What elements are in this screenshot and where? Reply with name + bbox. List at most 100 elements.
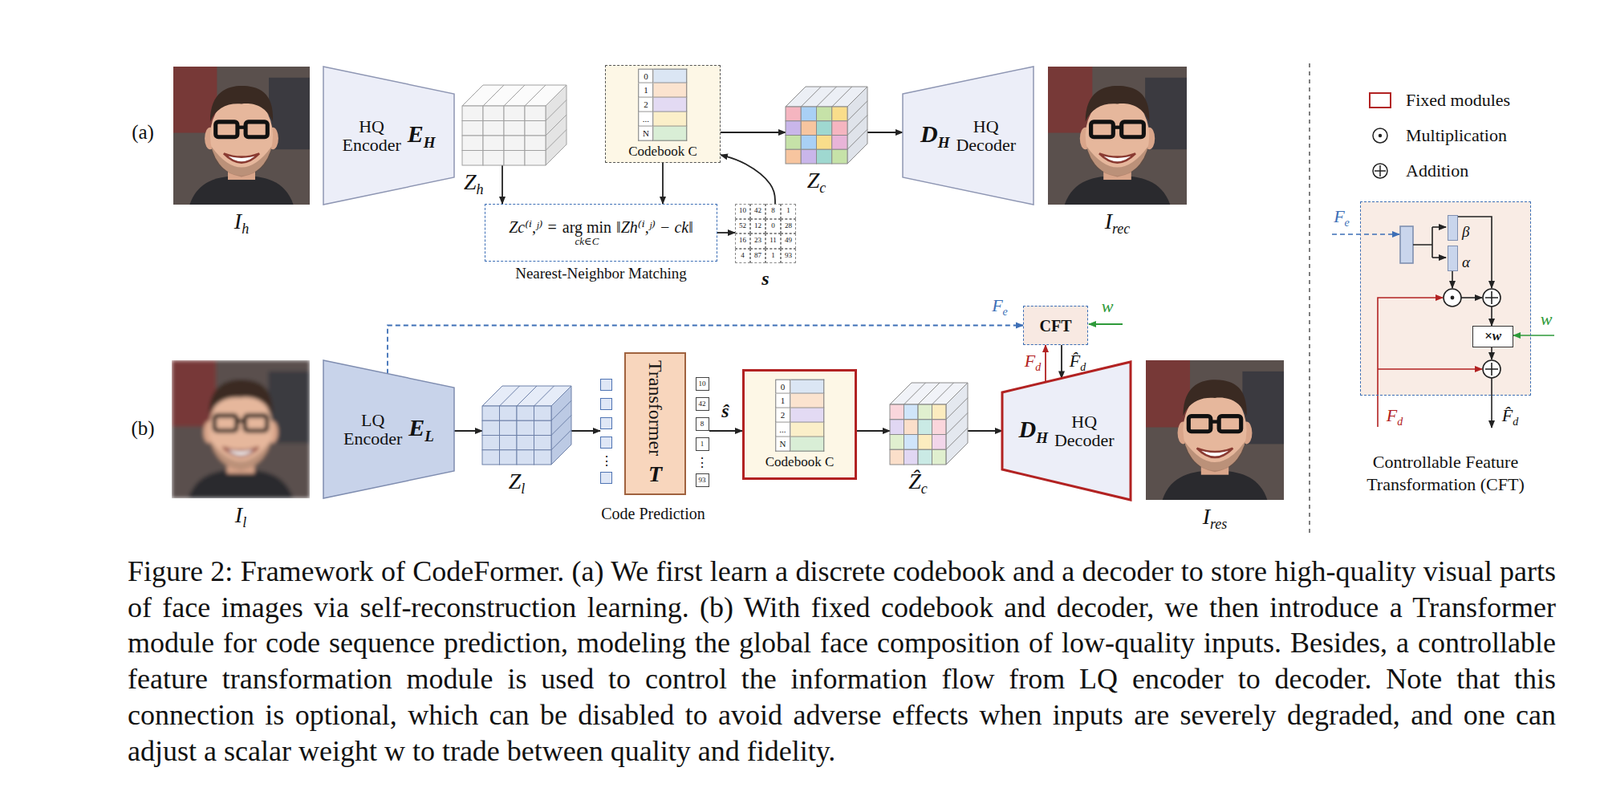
cube-cell bbox=[524, 105, 546, 122]
multiplication-symbol bbox=[1443, 288, 1462, 307]
legend: Fixed modulesMultiplicationAddition bbox=[1367, 82, 1511, 189]
label-group: 012...N Codebook C bbox=[628, 69, 697, 160]
connector-arrow bbox=[856, 430, 890, 432]
module-symbol: EL bbox=[408, 414, 435, 446]
annotation-label: Code Prediction bbox=[601, 504, 705, 523]
cube-cell bbox=[516, 406, 535, 421]
label-group: HQ EncoderEH bbox=[341, 117, 435, 155]
connector-arrow bbox=[1044, 345, 1047, 382]
reconstructed-face-image: Irec bbox=[1047, 66, 1187, 205]
cube-cell bbox=[800, 106, 817, 122]
code-index: ... bbox=[775, 422, 791, 438]
quantized-tensor: Ẑc bbox=[889, 382, 968, 465]
trapezoid-shape bbox=[902, 66, 1034, 205]
code-row: N bbox=[637, 126, 687, 142]
grid-cell: 52 bbox=[735, 219, 751, 235]
code-row: N bbox=[775, 437, 825, 452]
code-vector bbox=[790, 422, 825, 438]
encoder-block: HQ EncoderEH bbox=[323, 66, 455, 205]
cube-cell bbox=[503, 150, 525, 167]
module-symbol: DH bbox=[920, 120, 950, 152]
grid-cell: 8 bbox=[765, 203, 781, 220]
module-name: HQ Decoder bbox=[955, 117, 1016, 155]
code-index: N bbox=[637, 126, 654, 142]
codebook-label: Codebook C bbox=[628, 144, 697, 160]
tensor-cube bbox=[462, 85, 567, 166]
annotation-label: Fe bbox=[1333, 207, 1350, 229]
figure-caption: Figure 2: Framework of CodeFormer. (a) W… bbox=[127, 553, 1556, 769]
code-number: 93 bbox=[695, 473, 710, 488]
cube-cell bbox=[499, 420, 518, 435]
code-vector bbox=[790, 408, 825, 423]
cube-cell bbox=[816, 135, 833, 151]
cube-cell bbox=[832, 106, 848, 122]
matching-box: Zc⁽ⁱ,ʲ⁾ =arg minck∈C‖Zh⁽ⁱ,ʲ⁾ − ck‖Neares… bbox=[484, 203, 718, 262]
connector-arrow bbox=[661, 162, 664, 204]
cube-cell bbox=[483, 105, 504, 122]
cube-side bbox=[545, 85, 567, 166]
edge-label: Fe bbox=[991, 296, 1008, 318]
image-label: Ires bbox=[1202, 504, 1228, 533]
label-group: Zc⁽ⁱ,ʲ⁾ =arg minck∈C‖Zh⁽ⁱ,ʲ⁾ − ck‖ bbox=[508, 218, 694, 248]
addition-cross bbox=[1485, 291, 1499, 305]
tensor-label: Zc bbox=[807, 168, 827, 197]
grid-cell: 23 bbox=[750, 233, 766, 249]
module-name: CFT bbox=[1039, 316, 1073, 335]
annotation-label: (b) bbox=[130, 417, 155, 440]
module-symbol: T bbox=[648, 462, 662, 488]
beta-arrow bbox=[1457, 216, 1492, 289]
cube-cell bbox=[534, 435, 553, 451]
cube-cell bbox=[889, 419, 905, 435]
code-index: 2 bbox=[637, 97, 654, 113]
module-name: HQ Decoder bbox=[1054, 412, 1115, 450]
cft-internals bbox=[1331, 201, 1555, 428]
grid-cell: 1 bbox=[780, 203, 796, 220]
connector-arrow bbox=[717, 231, 736, 234]
module-symbol: DH bbox=[1019, 415, 1048, 447]
face-photo bbox=[171, 360, 310, 499]
code-row: ... bbox=[775, 422, 825, 438]
token-square bbox=[600, 378, 613, 391]
cube-cell bbox=[499, 406, 518, 421]
cube-cell bbox=[499, 450, 518, 465]
code-vector bbox=[653, 69, 687, 84]
connector-arrow bbox=[1060, 345, 1063, 378]
token-column: ⋮ bbox=[600, 378, 613, 484]
legend-text: Multiplication bbox=[1405, 125, 1507, 146]
module-name: LQ Encoder bbox=[343, 410, 403, 448]
cube-cell bbox=[503, 121, 525, 137]
addition-symbol bbox=[1482, 288, 1501, 307]
cft-block: CFT bbox=[1023, 305, 1089, 346]
code-vector bbox=[653, 97, 687, 113]
cube-cell bbox=[483, 135, 504, 151]
edge-label: Fd bbox=[1024, 351, 1041, 374]
cube-cell bbox=[889, 434, 905, 451]
cube-cell bbox=[516, 420, 535, 435]
codebook-table: 012...NCodebook C bbox=[742, 369, 857, 480]
cube-cell bbox=[462, 105, 484, 122]
legend-swatch bbox=[1367, 90, 1393, 110]
trapezoid-shape bbox=[323, 66, 455, 205]
tensor-label: Zl bbox=[508, 469, 526, 498]
cube-cell bbox=[534, 450, 553, 465]
cube-grid-line bbox=[483, 85, 504, 106]
code-index: N bbox=[775, 437, 791, 452]
label-group: ×w bbox=[1484, 328, 1502, 345]
code-index: ... bbox=[637, 112, 654, 127]
code-stack: 104281⋮93 bbox=[694, 377, 710, 488]
formula-part: Zc⁽ⁱ,ʲ⁾ = bbox=[508, 218, 558, 236]
grid-cell: 11 bbox=[765, 233, 781, 249]
code-table: 012...N bbox=[775, 379, 825, 452]
panel-caption: Controllable Feature Transformation (CFT… bbox=[1349, 450, 1543, 496]
cube-cell bbox=[800, 135, 817, 151]
cube-grid-line bbox=[816, 86, 837, 107]
code-row: 1 bbox=[637, 83, 687, 98]
grid-cell: 1 bbox=[765, 248, 781, 264]
code-table: 012...N bbox=[637, 69, 687, 142]
module-caption: Nearest-Neighbor Matching bbox=[515, 265, 687, 283]
token-square bbox=[600, 417, 613, 430]
cube-cell bbox=[800, 121, 817, 136]
code-index: 1 bbox=[637, 83, 654, 98]
token-square bbox=[600, 436, 613, 449]
legend-row: Multiplication bbox=[1367, 117, 1511, 154]
